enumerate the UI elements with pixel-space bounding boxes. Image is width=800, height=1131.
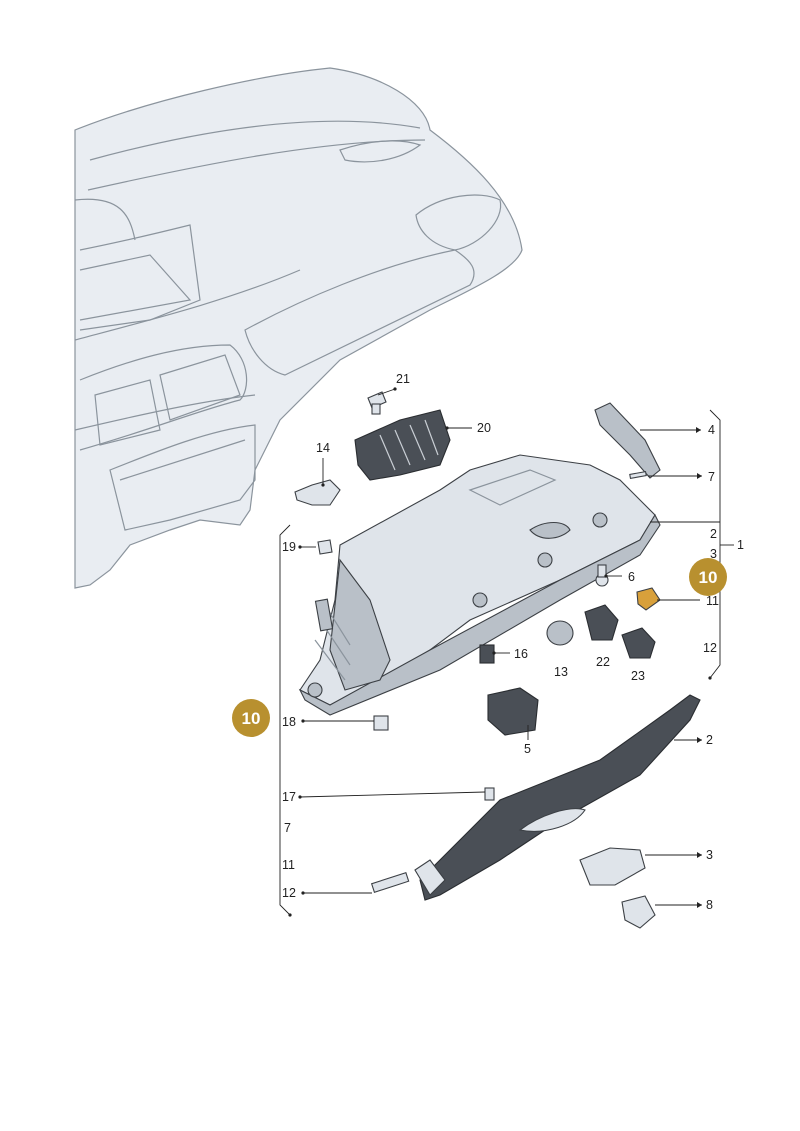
dashboard-illustration <box>74 67 523 589</box>
callout-11-bottom: 11 <box>282 858 295 872</box>
badge-10-left-label: 10 <box>242 709 261 728</box>
part-17-screw <box>484 787 495 801</box>
part-16-clip <box>479 644 495 664</box>
callout-18: 18 <box>282 715 296 729</box>
badge-10-left[interactable]: 10 <box>232 699 270 737</box>
part-14-connector <box>294 479 341 506</box>
part-7-pin <box>629 471 647 479</box>
badge-10-right-label: 10 <box>699 568 718 587</box>
part-23-switch <box>621 627 656 659</box>
callout-2-bottom: 2 <box>706 733 713 747</box>
glove-box-lid <box>414 694 701 901</box>
callout-11-top: 11 <box>706 594 719 608</box>
callout-19: 19 <box>282 540 296 554</box>
part-19-clip <box>317 539 333 555</box>
callout-labels: 21 20 14 4 7 2 3 1 19 6 11 12 16 13 22 2… <box>282 372 744 912</box>
callout-3-top: 3 <box>710 547 717 561</box>
callout-12-bottom: 12 <box>282 886 296 900</box>
callout-7-top: 7 <box>708 470 715 484</box>
part-13-cap <box>546 620 574 646</box>
part-18-stud <box>373 715 389 731</box>
callout-22: 22 <box>596 655 610 669</box>
callout-4: 4 <box>708 423 715 437</box>
glove-box-housing <box>298 454 661 716</box>
leader-lines <box>279 387 734 917</box>
part-11-seal <box>636 587 661 611</box>
callout-21: 21 <box>396 372 410 386</box>
part-22-switch <box>584 604 619 641</box>
callout-20: 20 <box>477 421 491 435</box>
part-4-hinge <box>594 402 661 479</box>
callout-12-top: 12 <box>703 641 717 655</box>
callout-13: 13 <box>554 665 568 679</box>
callout-14: 14 <box>316 441 330 455</box>
callout-6: 6 <box>628 570 635 584</box>
callout-17: 17 <box>282 790 296 804</box>
callout-3-bottom: 3 <box>706 848 713 862</box>
part-8-bumper <box>621 895 656 929</box>
part-3-latch <box>579 847 646 886</box>
part-21-screw <box>367 391 387 415</box>
callout-8: 8 <box>706 898 713 912</box>
callout-7-bottom: 7 <box>284 821 291 835</box>
part-20-bracket <box>354 409 451 481</box>
part-5-lamp <box>487 687 539 736</box>
callout-5: 5 <box>524 742 531 756</box>
callout-16: 16 <box>514 647 528 661</box>
badge-10-right[interactable]: 10 <box>689 558 727 596</box>
callout-1: 1 <box>737 538 744 552</box>
callout-2-top: 2 <box>710 527 717 541</box>
callout-23: 23 <box>631 669 645 683</box>
part-12-rod <box>370 871 410 894</box>
